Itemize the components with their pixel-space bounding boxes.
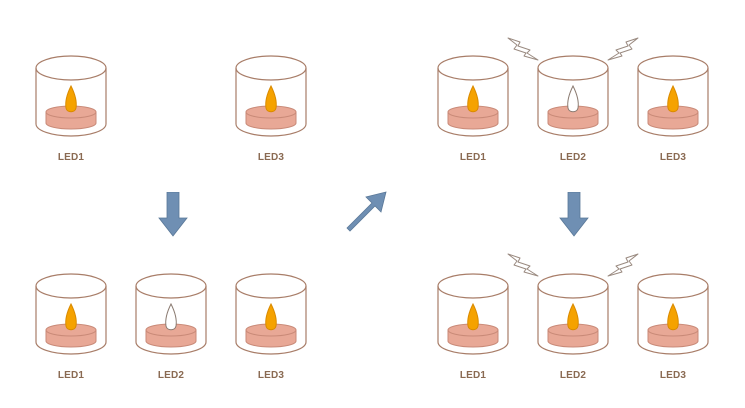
flame-on-icon [265,302,277,331]
led-candle-2: LED2 [533,270,613,400]
glass-rim [235,273,307,299]
glass-rim [135,273,207,299]
led-candle-2: LED2 [533,52,613,182]
led-candle-1: LED1 [433,270,513,400]
lightning-spark-icon [607,37,639,61]
arrow-down-icon [158,192,188,237]
lightning-spark-icon [507,37,539,61]
candle-icon [537,273,609,355]
led-candle-3: LED3 [231,52,311,182]
candle-icon [35,55,107,137]
flame-on-icon [65,84,77,113]
led-candle-3: LED3 [633,52,713,182]
candle-icon [537,55,609,137]
flame-on-icon [667,302,679,331]
led-label: LED1 [459,370,487,381]
candle-icon [437,273,509,355]
glass-rim [537,55,609,81]
lightning-spark-icon [507,253,539,277]
flame-on-icon [467,84,479,113]
glass-jar [35,68,107,137]
glass-rim [235,55,307,81]
candle-icon [135,273,207,355]
flame-on-icon [667,84,679,113]
led-label: LED3 [257,152,285,163]
led-label: LED1 [459,152,487,163]
glass-jar [537,68,609,137]
glass-rim [637,55,709,81]
led-label: LED1 [57,370,85,381]
candle-icon [437,55,509,137]
glass-rim [35,273,107,299]
lightning-spark-icon [607,253,639,277]
glass-rim [35,55,107,81]
glass-rim [437,273,509,299]
led-label: LED3 [659,152,687,163]
glass-jar [35,286,107,355]
flame-on-icon [467,302,479,331]
led-label: LED2 [559,370,587,381]
candle-icon [235,55,307,137]
glass-jar [637,286,709,355]
candle-icon [235,273,307,355]
glass-rim [437,55,509,81]
led-candle-2: LED2 [131,270,211,400]
glass-jar [235,68,307,137]
flame-on-icon [567,302,579,331]
flame-on-icon [265,84,277,113]
led-label: LED3 [659,370,687,381]
flame-off-icon [165,302,177,331]
glass-jar [135,286,207,355]
led-candle-1: LED1 [433,52,513,182]
led-candle-3: LED3 [231,270,311,400]
candle-icon [637,273,709,355]
led-label: LED2 [559,152,587,163]
candle-icon [35,273,107,355]
glass-rim [537,273,609,299]
glass-jar [537,286,609,355]
led-label: LED3 [257,370,285,381]
glass-jar [235,286,307,355]
led-candle-1: LED1 [31,270,111,400]
led-label: LED1 [57,152,85,163]
glass-rim [637,273,709,299]
flame-off-icon [567,84,579,113]
glass-jar [637,68,709,137]
led-label: LED2 [157,370,185,381]
glass-jar [437,286,509,355]
glass-jar [437,68,509,137]
flame-on-icon [65,302,77,331]
arrow-up-right-icon [346,191,387,232]
candle-icon [637,55,709,137]
arrow-down-icon [559,192,589,237]
led-candle-1: LED1 [31,52,111,182]
led-candle-3: LED3 [633,270,713,400]
